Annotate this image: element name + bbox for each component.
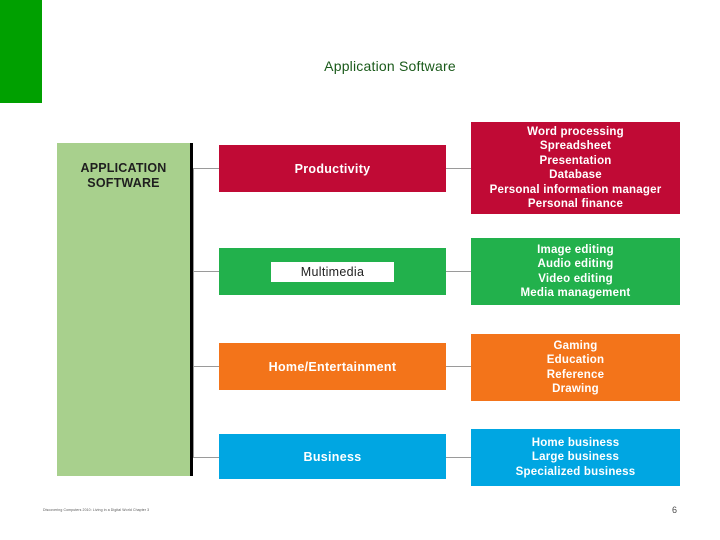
category-box-home-entertainment[interactable]: Home/Entertainment — [219, 343, 446, 390]
detail-item: Personal information manager — [489, 183, 662, 196]
detail-item: Video editing — [538, 272, 613, 285]
category-box-productivity[interactable]: Productivity — [219, 145, 446, 192]
detail-item: Education — [546, 354, 605, 366]
detail-item: Home business — [531, 436, 620, 449]
category-label-business: Business — [303, 449, 362, 464]
trunk-connector — [193, 168, 194, 457]
root-node-application-software: APPLICATION SOFTWARE — [57, 143, 193, 476]
detail-box-multimedia: Image editing Audio editing Video editin… — [471, 238, 680, 305]
connector-business-details — [446, 457, 471, 458]
detail-box-productivity: Word processing Spreadsheet Presentation… — [471, 122, 680, 214]
detail-item: Reference — [546, 368, 605, 381]
connector-root-productivity — [193, 168, 219, 169]
detail-item: Word processing — [527, 125, 624, 138]
connector-root-business — [193, 457, 219, 458]
category-label-productivity: Productivity — [294, 161, 371, 176]
footer-note: Discovering Computers 2010: Living in a … — [43, 508, 150, 512]
detail-item: Gaming — [553, 339, 598, 352]
detail-item: Drawing — [552, 383, 599, 395]
connector-root-multimedia — [193, 271, 219, 272]
connector-home-entertainment-details — [446, 366, 471, 367]
category-label-multimedia: Multimedia — [270, 261, 395, 282]
category-box-multimedia[interactable]: Multimedia — [219, 248, 446, 295]
detail-item: Specialized business — [515, 465, 636, 478]
page-number: 6 — [672, 505, 678, 515]
detail-item: Personal finance — [527, 198, 624, 210]
green-accent-bar — [0, 0, 42, 103]
detail-item: Spreadsheet — [539, 140, 612, 152]
category-box-business[interactable]: Business — [219, 434, 446, 479]
connector-productivity-details — [446, 168, 471, 169]
category-label-home-entertainment: Home/Entertainment — [268, 359, 397, 374]
detail-item: Presentation — [539, 154, 612, 167]
root-node-line2: SOFTWARE — [87, 176, 160, 190]
detail-box-business: Home business Large business Specialized… — [471, 429, 680, 486]
detail-item: Audio editing — [537, 258, 614, 270]
root-node-line1: APPLICATION — [80, 161, 167, 175]
root-node-label: APPLICATION SOFTWARE — [57, 161, 190, 191]
detail-item: Media management — [520, 287, 631, 299]
detail-item: Large business — [531, 451, 620, 464]
connector-root-home-entertainment — [193, 366, 219, 367]
detail-item: Database — [549, 169, 602, 181]
detail-box-home-entertainment: Gaming Education Reference Drawing — [471, 334, 680, 401]
connector-multimedia-details — [446, 271, 471, 272]
detail-item: Image editing — [537, 243, 614, 256]
page-title: Application Software — [324, 58, 456, 74]
